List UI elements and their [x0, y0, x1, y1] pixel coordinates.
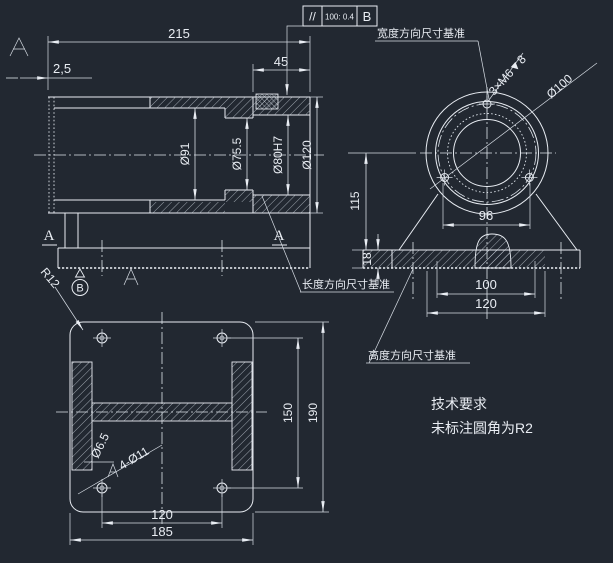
tech-req-title: 技术要求	[431, 396, 487, 412]
section-label-left: A	[44, 228, 55, 244]
datum-b-symbol: B	[71, 268, 89, 296]
surface-finish-icon	[123, 268, 139, 286]
dim-width-185: 185	[151, 524, 173, 539]
bolt-hole	[479, 96, 495, 112]
dim-holes-y: 150	[281, 403, 295, 423]
svg-text:B: B	[76, 283, 83, 295]
length-datum-label: 长度方向尺寸基准	[261, 195, 394, 293]
dim-holes-x: 120	[151, 507, 173, 522]
dim-overall-length: 215	[168, 26, 190, 41]
dim-wall-thickness: 2,5	[53, 61, 71, 76]
tolerance-frame: // 100: 0.4 B	[285, 5, 378, 95]
surface-finish-icon	[9, 37, 29, 57]
dim-base-height: 18	[360, 252, 374, 266]
dim-height-190: 190	[306, 403, 320, 423]
dim-bore-75-5: Ø75.5	[230, 137, 244, 170]
screw-plug-section	[255, 93, 279, 110]
bolt-hole	[436, 169, 453, 186]
bolt-hole	[521, 169, 538, 186]
front-section-view: 215 45 2,5 Ø91 Ø75.5 Ø80H7 Ø120 A A B	[6, 26, 324, 296]
dim-slot-100: 100	[475, 277, 497, 292]
svg-text:宽度方向尺寸基准: 宽度方向尺寸基准	[377, 26, 465, 40]
dim-holes-span: 96	[479, 208, 493, 223]
hole-count-callout: 4-Ø11	[116, 444, 151, 473]
fillet-callout: R12	[38, 265, 84, 331]
height-datum-label: 高度方向尺寸基准	[366, 268, 470, 364]
section-label-right: A	[274, 228, 285, 244]
dim-flange-width: 45	[274, 54, 288, 69]
dim-od-120: Ø120	[300, 140, 314, 170]
svg-text:R12: R12	[38, 265, 63, 291]
tech-req-note: 未标注圆角为R2	[431, 420, 533, 436]
dim-base-120: 120	[475, 296, 497, 311]
parallelism-icon: //	[309, 10, 316, 24]
dim-bore-91: Ø91	[178, 142, 192, 165]
mounting-hole	[93, 329, 111, 347]
technical-requirements: 技术要求 未标注圆角为R2	[431, 396, 533, 436]
bolt-circle-callout: Ø100	[544, 71, 576, 101]
svg-text:长度方向尺寸基准: 长度方向尺寸基准	[302, 277, 390, 291]
dim-bore-80h7: Ø80H7	[271, 136, 285, 174]
bottom-view: Ø6.5 4-Ø11 120 185 150 190	[56, 312, 329, 545]
width-datum-label: 宽度方向尺寸基准	[375, 26, 490, 100]
svg-text:高度方向尺寸基准: 高度方向尺寸基准	[368, 348, 456, 362]
countersink-icon	[107, 463, 119, 478]
tolerance-datum: B	[363, 9, 372, 24]
thread-callout: 3×M6▼8	[486, 52, 529, 98]
tolerance-value: 100: 0.4	[325, 13, 354, 22]
dim-height-115: 115	[348, 191, 362, 210]
